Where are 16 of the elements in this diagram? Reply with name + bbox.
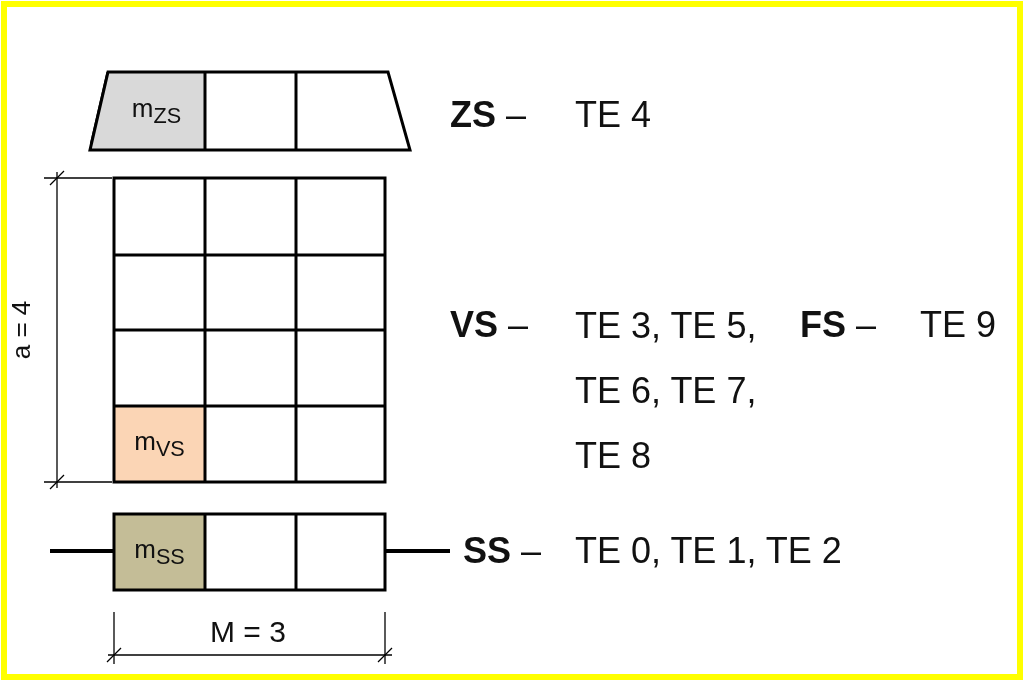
unit-list: TE 3, TE 5, TE 6, TE 7, TE 8 — [575, 293, 775, 488]
series-name: ZS – — [450, 95, 527, 135]
dimension-label: M = 3 — [210, 614, 286, 650]
unit-list: TE 4 — [575, 95, 652, 135]
unit-list: TE 0, TE 1, TE 2 — [575, 531, 842, 571]
dimension-label: a = 4 — [5, 300, 38, 360]
cell-label: m$_{SS}$ — [133, 533, 186, 571]
grid-cell — [114, 406, 205, 482]
series-name: VS – — [450, 305, 529, 345]
cell-label: m$_{ZS}$ — [130, 92, 183, 130]
grid-cell — [90, 72, 205, 150]
series-name: SS – — [463, 531, 542, 571]
unit-list: TE 9 — [920, 305, 997, 345]
grid-cell — [114, 514, 205, 590]
series-name: FS – — [800, 305, 877, 345]
cell-label: m$_{VS}$ — [133, 425, 186, 463]
